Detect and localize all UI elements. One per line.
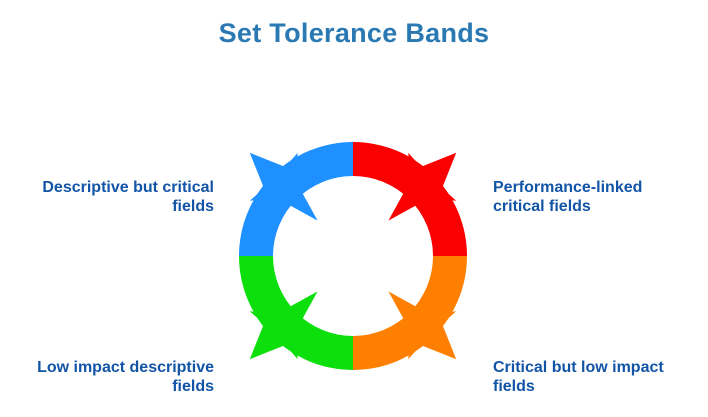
label-performance-linked-critical-fields: Performance-linked critical fields [493,179,643,215]
label-descriptive-but-critical-fields: Descriptive but critical fields [42,179,214,215]
segment-top-left-arrow [249,152,318,221]
label-low-impact-descriptive-fields: Low impact descriptive fields [37,359,214,395]
segment-top-right-arrow [388,152,457,221]
segment-bottom-right-arrow [388,291,457,360]
label-critical-but-low-impact-fields: Critical but low impact fields [493,359,664,395]
segment-bottom-left-arrow [249,291,318,360]
page-title: Set Tolerance Bands [218,18,490,48]
